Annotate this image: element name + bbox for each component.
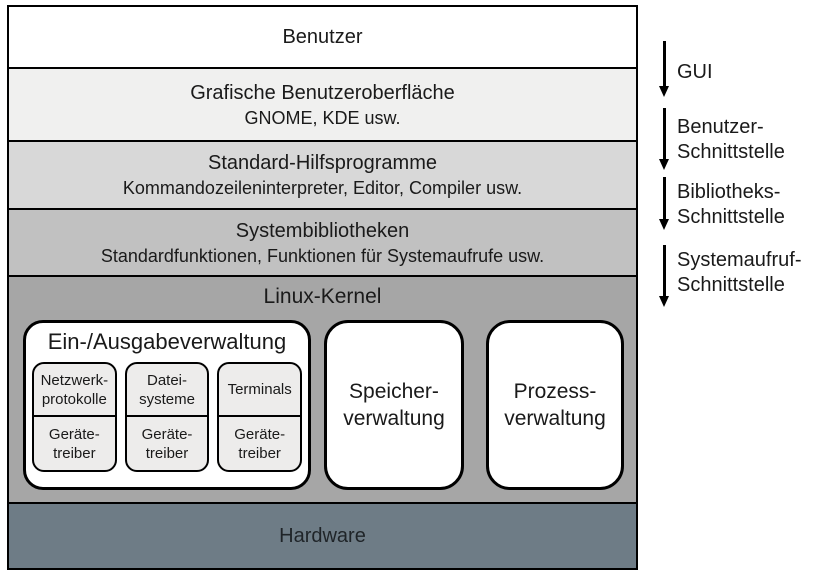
io-management-box: Ein-/Ausgabeverwaltung Netzwerk- protoko… bbox=[23, 320, 311, 490]
layer-standard-hilfsprogramme: Standard-Hilfsprogramme Kommandozeilenin… bbox=[7, 140, 638, 210]
annotation-benutzer-schnittstelle: Benutzer- Schnittstelle bbox=[677, 116, 785, 163]
layer-libraries-subtitle: Standardfunktionen, Funktionen für Syste… bbox=[100, 245, 545, 266]
layer-gui-title: Grafische Benutzeroberfläche bbox=[190, 81, 455, 104]
layer-hardware: Hardware bbox=[7, 502, 638, 570]
process-management-box: Prozess- verwaltung bbox=[486, 320, 624, 490]
down-arrow-icon bbox=[663, 177, 666, 219]
layer-systembibliotheken: Systembibliotheken Standardfunktionen, F… bbox=[7, 208, 638, 277]
layer-gui-subtitle: GNOME, KDE usw. bbox=[244, 107, 401, 128]
memory-management-box: Speicher- verwaltung bbox=[324, 320, 464, 490]
memory-management-label: Speicher- verwaltung bbox=[343, 380, 445, 430]
down-arrow-icon bbox=[663, 41, 666, 86]
layer-benutzer: Benutzer bbox=[7, 5, 638, 69]
terminals-cell: Terminals bbox=[219, 364, 301, 417]
annotation-gui: GUI bbox=[677, 61, 713, 83]
layer-stack: Benutzer Grafische Benutzeroberfläche GN… bbox=[7, 5, 638, 570]
io-column-network: Netzwerk- protokolle Geräte- treiber bbox=[32, 362, 117, 472]
layer-utilities-subtitle: Kommandozeileninterpreter, Editor, Compi… bbox=[122, 178, 523, 198]
device-drivers-cell: Geräte- treiber bbox=[48, 425, 100, 462]
filesystems-cell: Datei- systeme bbox=[126, 364, 208, 417]
down-arrow-icon bbox=[663, 245, 666, 296]
device-drivers-cell: Geräte- treiber bbox=[234, 425, 286, 462]
io-management-title: Ein-/Ausgabeverwaltung bbox=[47, 329, 287, 354]
network-protocols-cell: Netzwerk- protokolle bbox=[34, 364, 115, 417]
layer-libraries-title: Systembibliotheken bbox=[235, 219, 410, 242]
device-drivers-cell: Geräte- treiber bbox=[141, 425, 193, 462]
layer-hardware-title: Hardware bbox=[279, 525, 366, 547]
io-columns: Netzwerk- protokolle Geräte- treiber Dat… bbox=[32, 362, 303, 472]
down-arrow-icon bbox=[663, 108, 666, 159]
annotation-systemaufruf-schnittstelle: Systemaufruf- Schnittstelle bbox=[677, 249, 802, 296]
io-column-filesystems: Datei- systeme Geräte- treiber bbox=[124, 362, 210, 472]
io-column-terminals: Terminals Geräte- treiber bbox=[217, 362, 303, 472]
layer-benutzer-title: Benutzer bbox=[282, 26, 363, 48]
layer-linux-kernel: Linux-Kernel Ein-/Ausgabeverwaltung Netz… bbox=[7, 275, 638, 504]
annotation-bibliotheks-schnittstelle: Bibliotheks- Schnittstelle bbox=[677, 181, 785, 228]
layer-gui: Grafische Benutzeroberfläche GNOME, KDE … bbox=[7, 67, 638, 142]
process-management-label: Prozess- verwaltung bbox=[504, 380, 606, 430]
layer-utilities-title: Standard-Hilfsprogramme bbox=[208, 152, 437, 174]
kernel-title: Linux-Kernel bbox=[263, 285, 382, 308]
